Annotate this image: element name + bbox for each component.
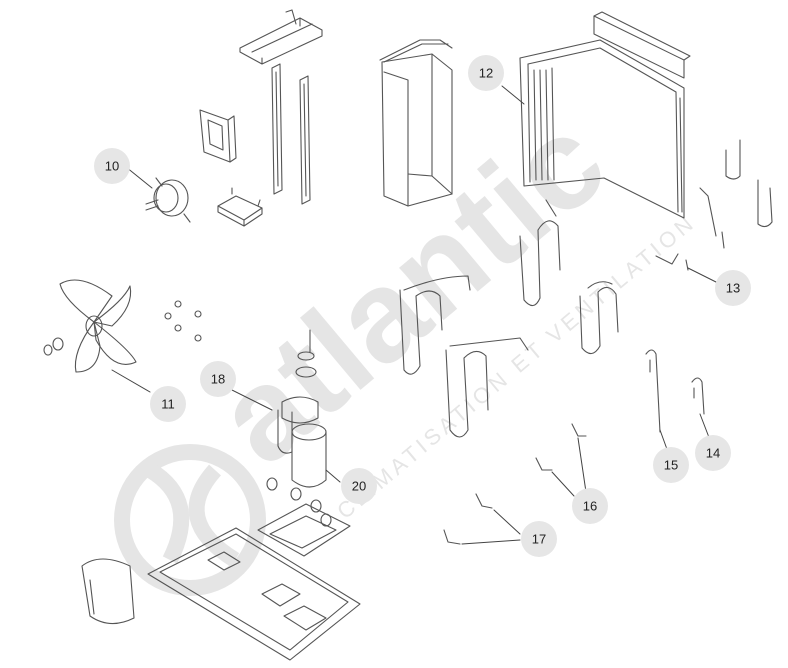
pipe-assembly-center (519, 199, 561, 307)
fan-blade (43, 279, 137, 373)
callout-label-15: 15 (664, 458, 678, 473)
leader-line-16a (577, 437, 587, 493)
callout-label-14: 14 (706, 446, 720, 461)
condenser-coil (519, 11, 691, 219)
callout-label-17: 17 (532, 532, 546, 547)
leader-line-10 (125, 166, 153, 189)
callout-16: 16 (572, 488, 608, 524)
leader-lines (111, 85, 717, 545)
callout-20: 20 (341, 468, 377, 504)
fan-motor (145, 177, 191, 223)
callout-10: 10 (94, 148, 130, 184)
capillary-tube-14 (691, 377, 705, 415)
callout-label-16: 16 (583, 499, 597, 514)
atlantic-logo-swirl (114, 444, 266, 596)
capillary-tube-15 (645, 349, 661, 433)
callout-15: 15 (653, 447, 689, 483)
compressor (277, 396, 327, 488)
valve-fittings-17 (443, 493, 493, 545)
mounting-plate (199, 109, 237, 163)
leader-line-12 (501, 85, 525, 105)
callout-12: 12 (468, 55, 504, 91)
callout-label-18: 18 (211, 372, 225, 387)
callout-14: 14 (695, 435, 731, 471)
compressor-mounts (266, 477, 332, 527)
base-bracket (217, 187, 263, 227)
leader-line-17b (461, 539, 521, 545)
leader-line-18 (231, 389, 273, 411)
pipe-assembly-left (399, 275, 471, 375)
callout-11: 11 (150, 386, 186, 422)
compressor-jacket (81, 558, 135, 625)
capacitor-stack (295, 329, 317, 378)
callout-label-13: 13 (726, 281, 740, 296)
vertical-rail-right (299, 75, 311, 205)
leader-line-13 (687, 267, 717, 283)
screws (164, 300, 202, 342)
callout-label-10: 10 (105, 159, 119, 174)
callout-17: 17 (521, 521, 557, 557)
watermark-brand: atlantic (189, 87, 632, 491)
pipe-assembly-bottom (445, 337, 529, 438)
callout-label-12: 12 (479, 66, 493, 81)
partition-panel (379, 39, 453, 207)
leader-line-20 (325, 469, 341, 483)
valve-fittings-16 (535, 423, 587, 471)
callout-label-11: 11 (161, 397, 175, 412)
callout-18: 18 (200, 361, 236, 397)
callout-13: 13 (715, 270, 751, 306)
leader-line-11 (111, 369, 151, 393)
pipe-group-13 (655, 139, 773, 271)
leader-line-17a (493, 509, 521, 535)
callout-label-20: 20 (352, 479, 366, 494)
leader-line-16b (551, 471, 575, 497)
top-bracket (239, 9, 323, 65)
pipe-assembly-right (579, 281, 619, 355)
vertical-rail-left (271, 63, 283, 195)
base-pan (147, 503, 361, 661)
atlantic-watermark: atlantic CLIMATISATION ET VENTILATION (114, 87, 701, 596)
